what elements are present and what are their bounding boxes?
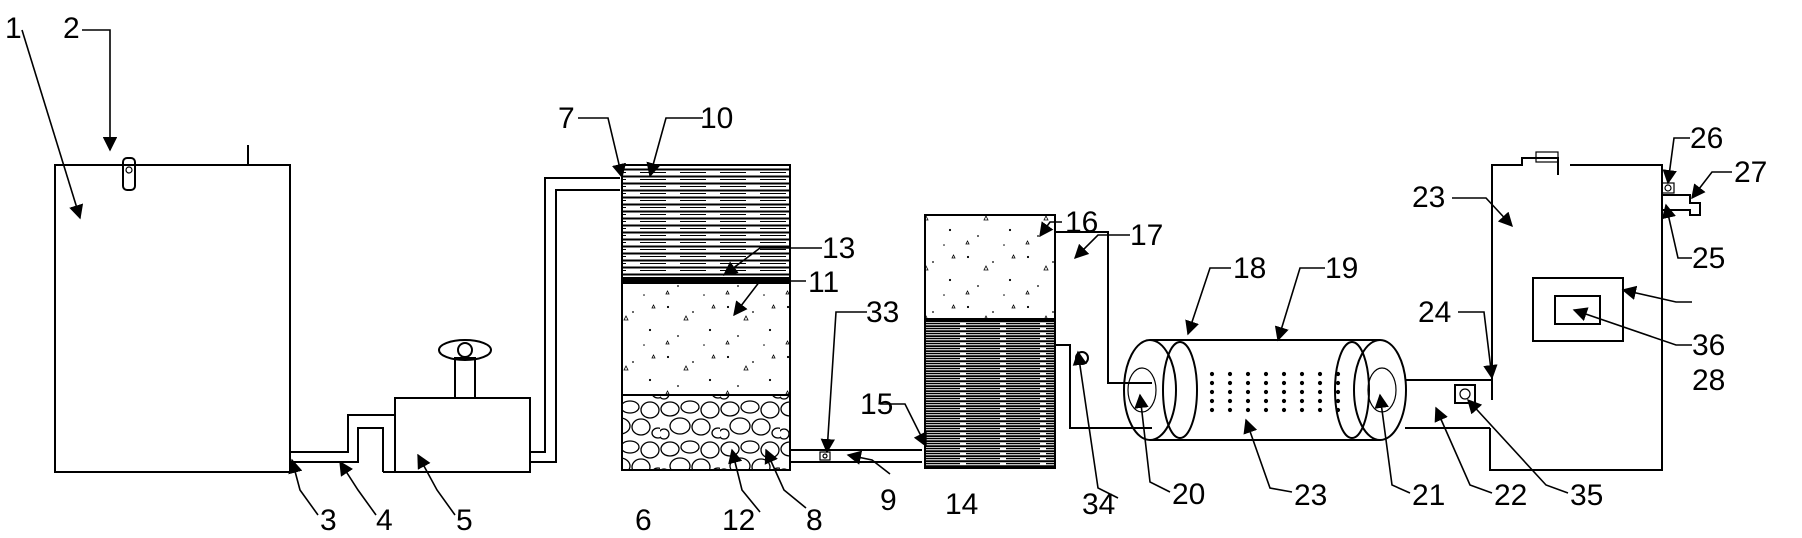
control-box	[1532, 277, 1624, 342]
label-12: 12	[722, 504, 755, 537]
diffuser-hole	[1335, 380, 1341, 386]
diffuser-hole	[1263, 407, 1269, 413]
diffuser-hole	[1209, 389, 1215, 395]
label-35: 35	[1570, 479, 1603, 512]
part-labels: 1 2 3 4 5 6 7 10 13 11 33 15 12 8 9 14 1…	[5, 12, 1767, 537]
diffuser-hole	[1317, 389, 1323, 395]
label-36: 36	[1692, 329, 1725, 362]
diffuser-hole	[1263, 380, 1269, 386]
label-28: 28	[1692, 364, 1725, 397]
label-27: 27	[1734, 156, 1767, 189]
diffuser-hole	[1245, 389, 1251, 395]
label-3: 3	[320, 504, 337, 537]
diffuser-hole	[1299, 407, 1305, 413]
diffuser-hole	[1317, 380, 1323, 386]
leader-lines	[21, 29, 1732, 516]
label-7: 7	[558, 102, 575, 135]
label-33: 33	[866, 296, 899, 329]
inlet-pipe	[290, 398, 396, 472]
diffuser-hole	[1263, 389, 1269, 395]
filter-column	[621, 164, 791, 471]
diffuser-hole	[1263, 371, 1269, 377]
outlet-pipe-22	[1405, 379, 1493, 429]
diffuser-hole	[1299, 389, 1305, 395]
diffuser-hole	[1299, 398, 1305, 404]
label-25: 25	[1692, 242, 1725, 275]
diffuser-hole	[1209, 371, 1215, 377]
diffuser-hole	[1317, 398, 1323, 404]
diffuser-hole	[1263, 398, 1269, 404]
label-16: 16	[1065, 206, 1098, 239]
diffuser-hole	[1281, 371, 1287, 377]
label-18: 18	[1233, 252, 1266, 285]
diffuser-hole	[1209, 380, 1215, 386]
diffuser-hole	[1227, 380, 1233, 386]
label-26: 26	[1690, 122, 1723, 155]
diffuser-hole	[1299, 371, 1305, 377]
label-17: 17	[1130, 219, 1163, 252]
label-2: 2	[63, 12, 80, 45]
diffuser-hole	[1227, 389, 1233, 395]
diffuser-hole	[1281, 407, 1287, 413]
diffuser-hole	[1245, 371, 1251, 377]
diffuser-hole	[1281, 398, 1287, 404]
diffuser-hole	[1209, 398, 1215, 404]
diffuser-hole	[1245, 398, 1251, 404]
diffuser-hole	[1317, 407, 1323, 413]
diffuser-hole	[1227, 407, 1233, 413]
label-10: 10	[700, 102, 733, 135]
diffuser-hole	[1245, 380, 1251, 386]
label-11: 11	[808, 266, 839, 299]
pump-outlet-pipe	[530, 177, 620, 463]
uv-reactor	[1123, 339, 1407, 441]
label-19: 19	[1325, 252, 1358, 285]
label-4: 4	[376, 504, 393, 537]
diffuser-hole	[1281, 380, 1287, 386]
label-13: 13	[822, 232, 855, 265]
diffuser-hole	[1335, 407, 1341, 413]
label-20: 20	[1172, 478, 1205, 511]
label-22: 22	[1494, 479, 1527, 512]
label-14: 14	[945, 488, 978, 521]
diffuser-hole	[1227, 371, 1233, 377]
diffuser-holes	[1209, 371, 1341, 413]
label-5: 5	[456, 504, 473, 537]
diffuser-hole	[1335, 398, 1341, 404]
label-21: 21	[1412, 479, 1445, 512]
label-24: 24	[1418, 296, 1451, 329]
outlet-pipe-17	[1055, 231, 1152, 429]
label-15: 15	[860, 388, 893, 421]
diffuser-hole	[1335, 371, 1341, 377]
diffuser-hole	[1209, 407, 1215, 413]
probe-sensor	[122, 157, 136, 191]
label-34: 34	[1082, 488, 1115, 521]
diffuser-hole	[1227, 398, 1233, 404]
label-9: 9	[880, 484, 897, 517]
diffuser-hole	[1299, 380, 1305, 386]
label-23-reactor: 23	[1294, 479, 1327, 512]
label-6: 6	[635, 504, 652, 537]
second-filter-column	[924, 214, 1056, 469]
label-8: 8	[806, 504, 823, 537]
diffuser-hole	[1317, 371, 1323, 377]
raw-water-tank	[54, 145, 291, 473]
diffuser-hole	[1281, 389, 1287, 395]
diffuser-hole	[1245, 407, 1251, 413]
label-23-tank: 23	[1412, 181, 1445, 214]
diffuser-hole	[1335, 389, 1341, 395]
label-1: 1	[5, 12, 22, 45]
pump	[383, 339, 531, 473]
